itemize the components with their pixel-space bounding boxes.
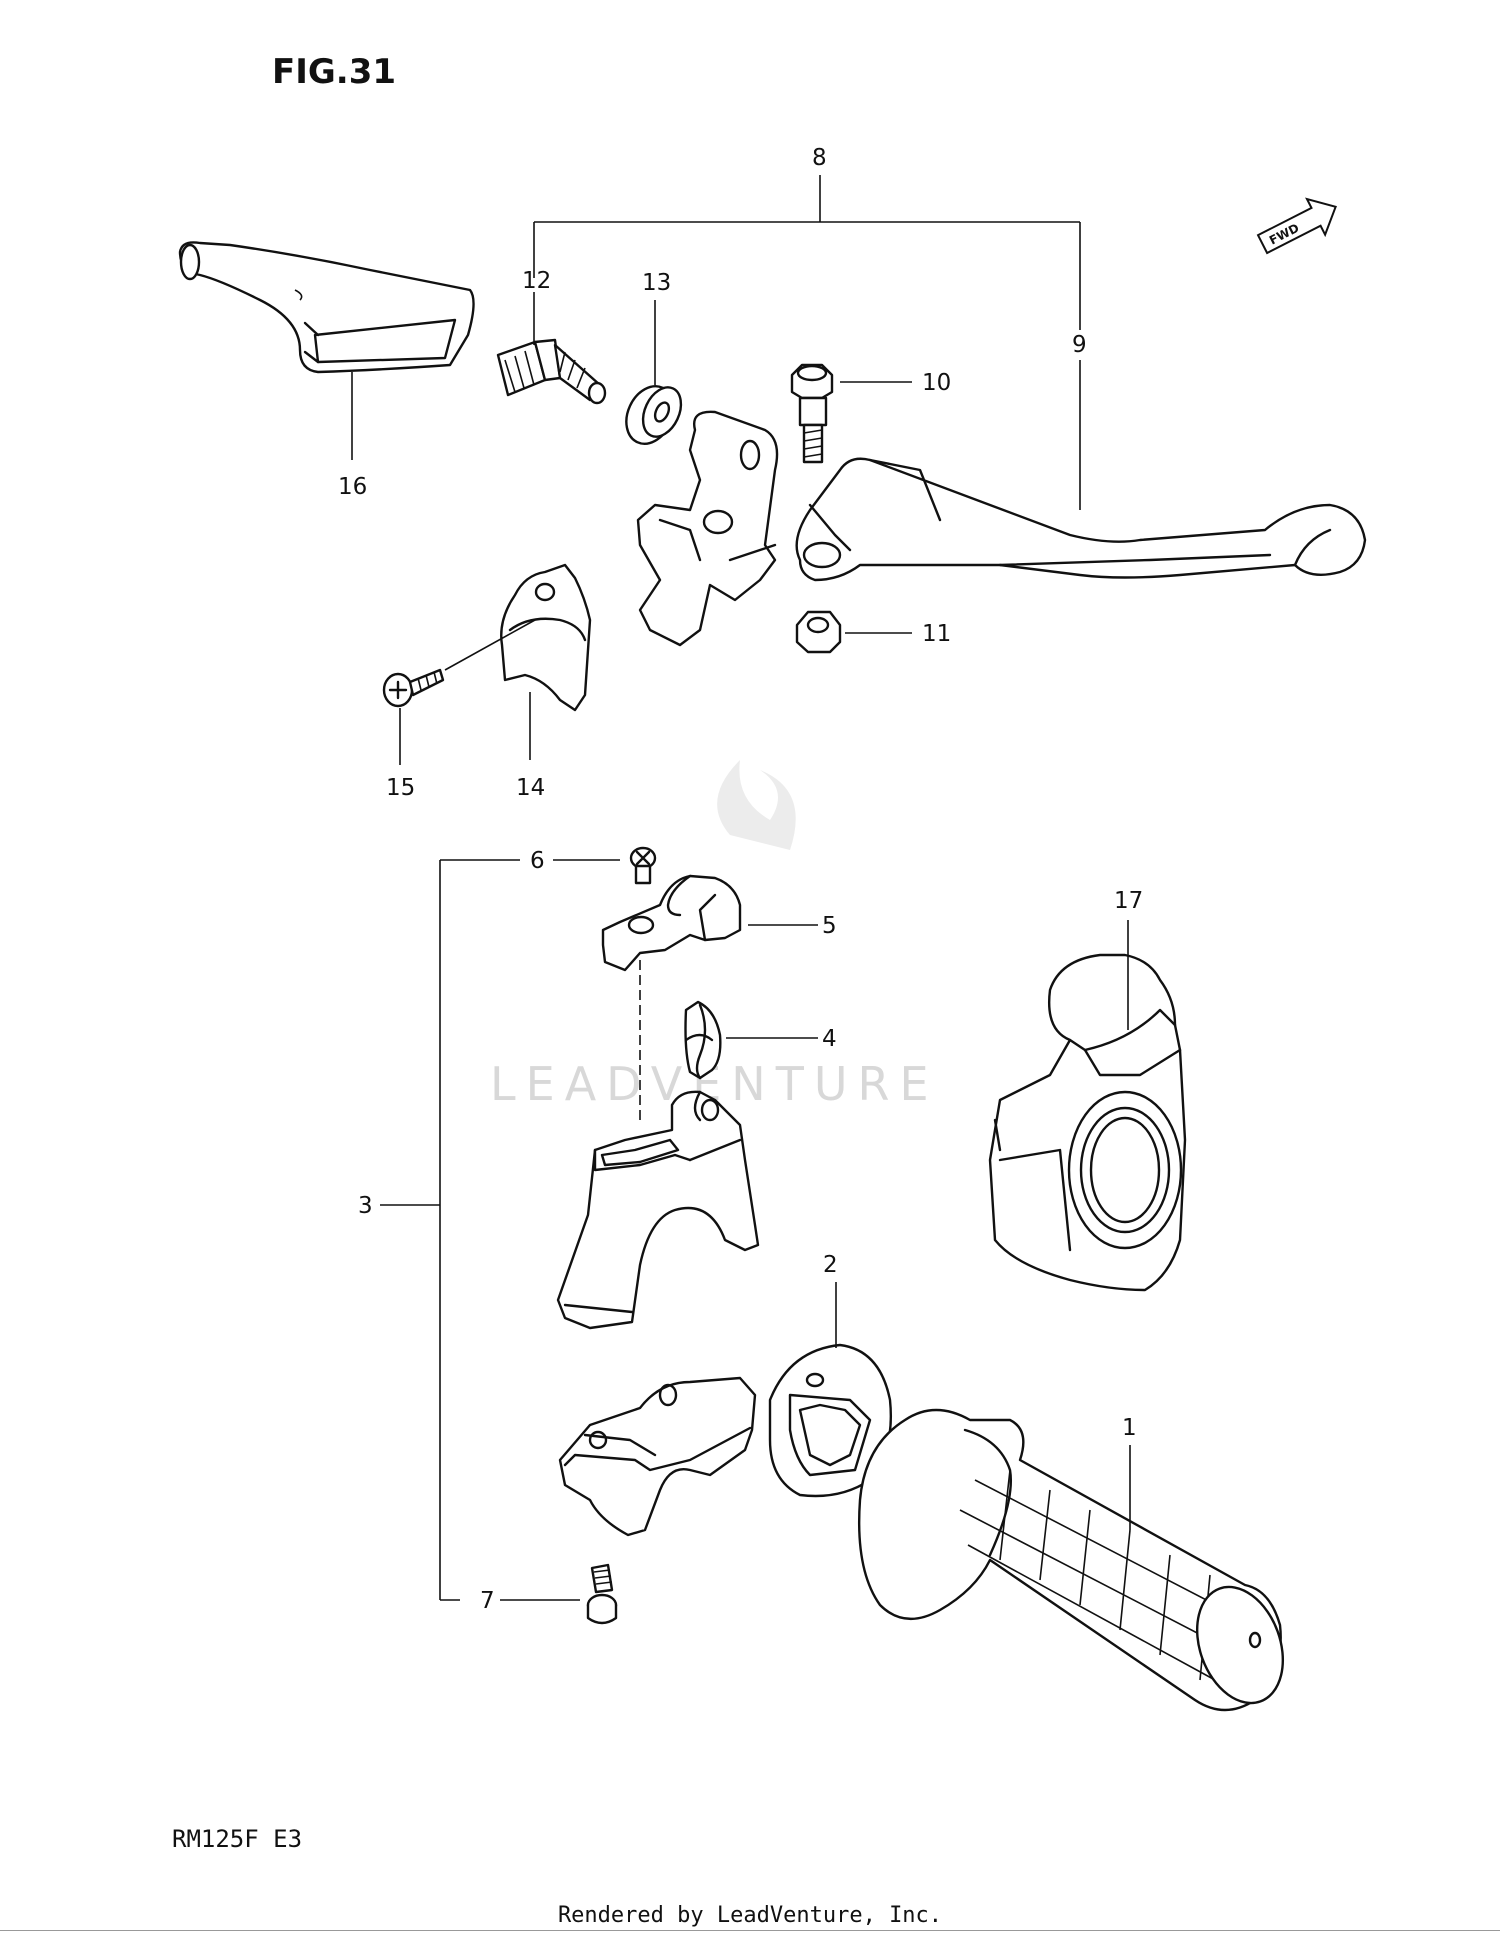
callout-7: 7 (480, 1588, 495, 1614)
callout-13: 13 (642, 270, 671, 296)
callout-2: 2 (823, 1252, 838, 1278)
footer-credit: Rendered by LeadVenture, Inc. (557, 1903, 943, 1928)
part-15-screw (382, 619, 536, 708)
callout-8-bracket (533, 175, 1081, 510)
part-7-screw (586, 1563, 618, 1625)
callout-3: 3 (358, 1193, 373, 1219)
part-12-cable-adjuster (496, 338, 607, 405)
fwd-arrow-icon: FWD (1256, 197, 1337, 255)
callout-11: 11 (922, 621, 951, 647)
part-9-lever-holder (636, 410, 779, 647)
model-code: RM125F E3 (172, 1825, 302, 1853)
callout-15: 15 (386, 775, 415, 801)
part-2-pulley-plate (768, 1343, 892, 1498)
part-4-guide (684, 1000, 722, 1080)
part-3-holder-lower (558, 1376, 757, 1537)
callout-3-bracket (380, 859, 520, 1601)
callout-8: 8 (812, 145, 827, 171)
callout-14: 14 (516, 775, 545, 801)
callout-10: 10 (922, 370, 951, 396)
callout-12: 12 (522, 268, 551, 294)
part-17-housing-cover (988, 953, 1187, 1292)
footer-rule (0, 1930, 1500, 1942)
figure-title: FIG.31 (272, 52, 396, 92)
part-14-clamp (500, 563, 592, 712)
part-5-cover (601, 874, 742, 972)
part-16-lever-cover (178, 241, 475, 374)
callout-9: 9 (1072, 332, 1087, 358)
callout-4: 4 (822, 1026, 837, 1052)
part-9-clutch-lever (795, 457, 1367, 582)
part-1-grip (857, 1408, 1285, 1712)
part-3-holder-upper (556, 1090, 760, 1330)
callout-16: 16 (338, 474, 367, 500)
callout-6: 6 (530, 848, 545, 874)
callout-1: 1 (1122, 1415, 1137, 1441)
callout-5: 5 (822, 913, 837, 939)
part-6-screw (629, 846, 657, 885)
part-13-lock-nut (625, 385, 683, 445)
callout-17: 17 (1114, 888, 1143, 914)
part-11-nut (795, 610, 842, 654)
part-10-pivot-bolt (790, 363, 834, 464)
